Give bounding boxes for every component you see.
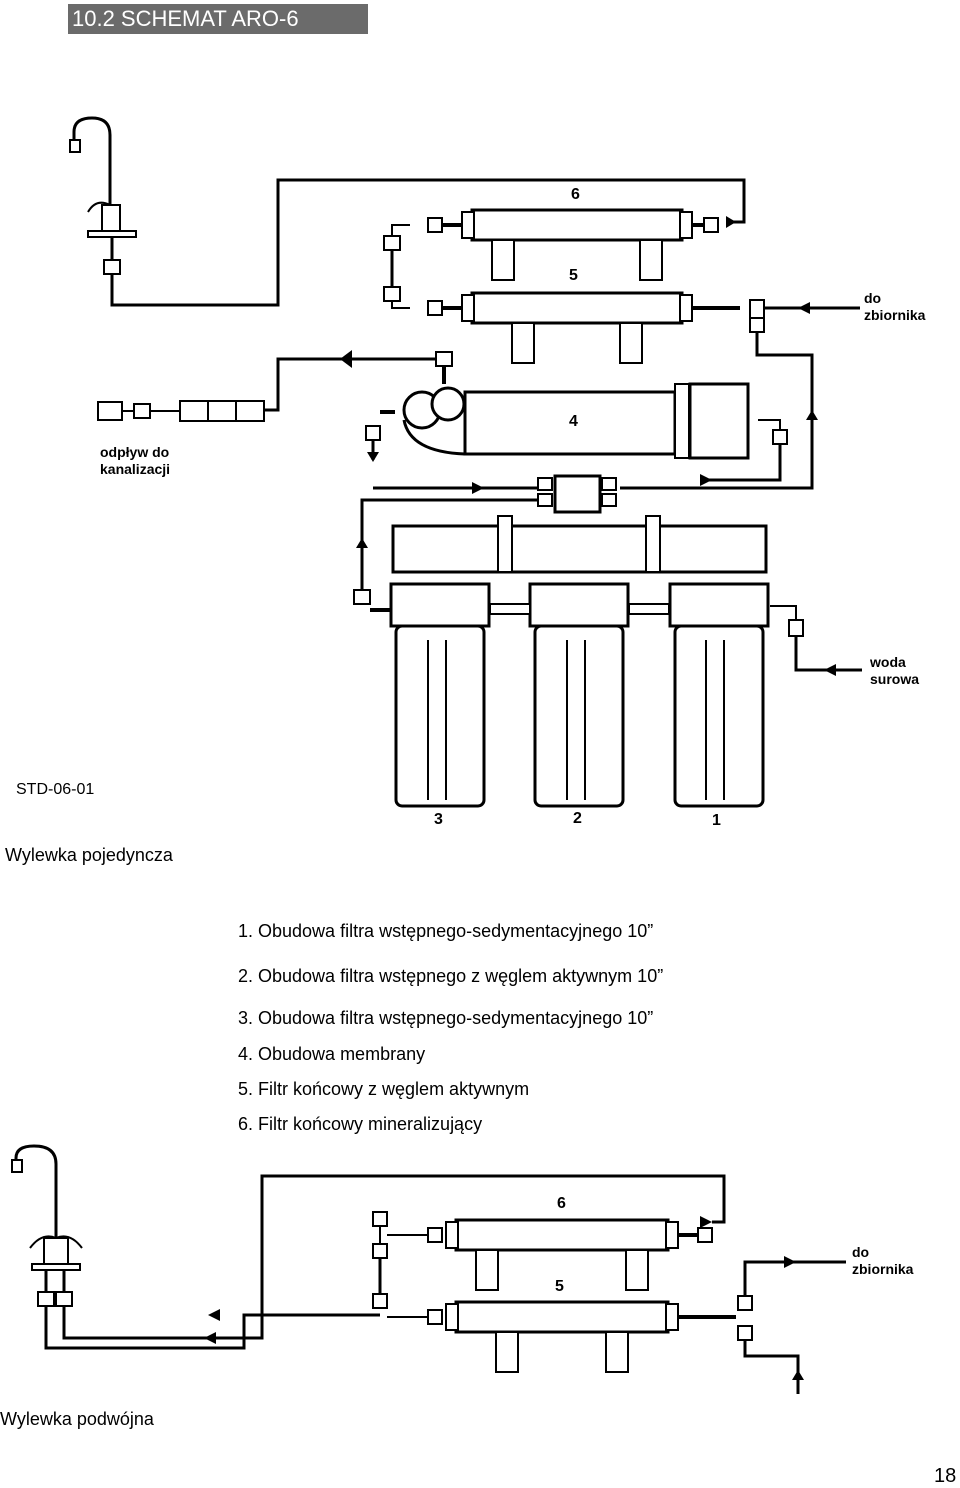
diagram-code: STD-06-01 [16,781,95,798]
legend-item-3: 3. Obudowa filtra wstępnego-sedymentacyj… [238,1008,654,1028]
number-6-b: 6 [557,1195,566,1212]
label-to-tank-2: do zbiornika [852,1244,914,1277]
number-1: 1 [712,812,721,829]
label-drain: odpływ do kanalizacji [100,444,171,477]
housings [389,582,770,808]
faucet-icon [72,116,112,205]
diagram-single-faucet [69,116,862,808]
number-3: 3 [434,811,443,828]
arrow-icon [208,1309,220,1321]
page-number: 18 [934,1465,957,1487]
number-4: 4 [569,413,578,430]
number-5-b: 5 [555,1278,564,1295]
filter-5 [470,291,684,325]
legend-item-2: 2. Obudowa filtra wstępnego z węglem akt… [238,966,664,986]
legend-item-4: 4. Obudowa membrany [238,1044,426,1064]
legend-item-1: 1. Obudowa filtra wstępnego-sedymentacyj… [238,921,654,941]
filter-6 [470,208,684,242]
legend-item-5: 5. Filtr końcowy z węglem aktywnym [238,1079,530,1099]
label-raw-water: woda surowa [870,654,920,687]
section-title: 10.2 SCHEMAT ARO-6 [68,4,368,34]
number-2: 2 [573,810,582,827]
caption-double: Wylewka podwójna [0,1409,154,1429]
legend-item-6: 6. Filtr końcowy mineralizujący [238,1114,483,1134]
caption-single: Wylewka pojedyncza [5,845,173,865]
double-faucet-icon [14,1144,58,1238]
number-5: 5 [569,267,578,284]
number-6: 6 [571,186,580,203]
label-to-tank: do zbiornika [864,290,926,323]
